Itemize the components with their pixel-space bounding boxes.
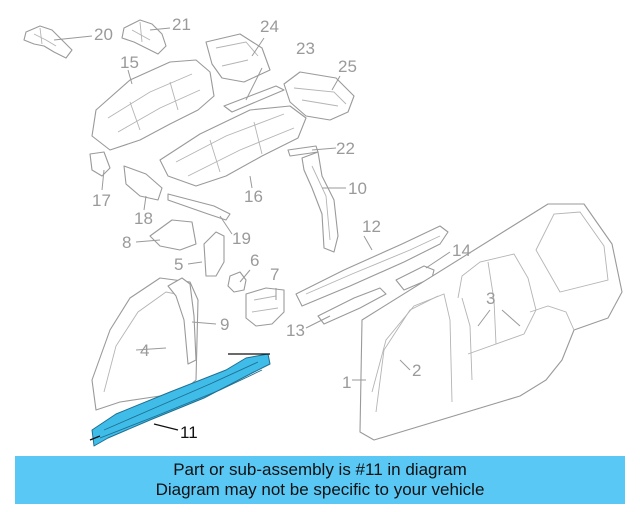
part-23 [223, 85, 285, 113]
part-12 [295, 225, 449, 307]
callout-14: 14 [452, 241, 471, 260]
part-4 [91, 277, 199, 411]
part-13 [317, 287, 387, 325]
callout-22: 22 [336, 139, 355, 158]
part-15 [91, 59, 215, 151]
callout-12: 12 [362, 217, 381, 236]
callout-7: 7 [270, 265, 279, 284]
callout-25: 25 [338, 57, 357, 76]
part-11-highlighted [89, 353, 271, 447]
callout-3: 3 [486, 289, 495, 308]
part-2 [375, 295, 439, 413]
part-17 [89, 151, 111, 177]
callout-10: 10 [348, 179, 367, 198]
info-banner: Part or sub-assembly is #11 in diagram D… [15, 456, 625, 504]
part-18 [123, 165, 163, 201]
callout-15: 15 [120, 53, 139, 72]
part-21 [121, 19, 167, 55]
banner-line-1: Part or sub-assembly is #11 in diagram [173, 460, 467, 479]
part-6 [227, 271, 247, 293]
callout-5: 5 [174, 255, 183, 274]
callout-8: 8 [122, 233, 131, 252]
parts-diagram: 20 21 24 15 23 25 22 10 16 17 18 19 12 1… [23, 15, 623, 447]
callout-21: 21 [172, 15, 191, 34]
leader-lines [53, 27, 521, 431]
part-10 [301, 151, 339, 253]
part-5 [203, 231, 225, 277]
callout-2: 2 [412, 361, 421, 380]
callout-23: 23 [296, 39, 315, 58]
part-14 [395, 265, 435, 291]
callout-1: 1 [342, 373, 351, 392]
part-24 [205, 33, 271, 83]
part-1 [359, 203, 623, 441]
part-9 [167, 277, 197, 365]
callout-19: 19 [232, 229, 251, 248]
part-16 [159, 105, 307, 187]
callout-17: 17 [92, 191, 111, 210]
callout-11: 11 [180, 423, 198, 442]
banner-line-2: Diagram may not be specific to your vehi… [155, 480, 485, 499]
part-7 [245, 287, 285, 327]
callout-4: 4 [140, 341, 149, 360]
part-3 [461, 261, 497, 381]
part-8 [149, 219, 197, 251]
part-20 [23, 25, 73, 59]
callout-20: 20 [94, 25, 113, 44]
callout-13: 13 [286, 321, 305, 340]
callout-16: 16 [244, 187, 263, 206]
callout-6: 6 [250, 251, 259, 270]
callout-18: 18 [134, 209, 153, 228]
part-25 [283, 71, 355, 121]
callout-9: 9 [220, 315, 229, 334]
callout-24: 24 [260, 17, 279, 36]
part-19 [167, 193, 231, 221]
